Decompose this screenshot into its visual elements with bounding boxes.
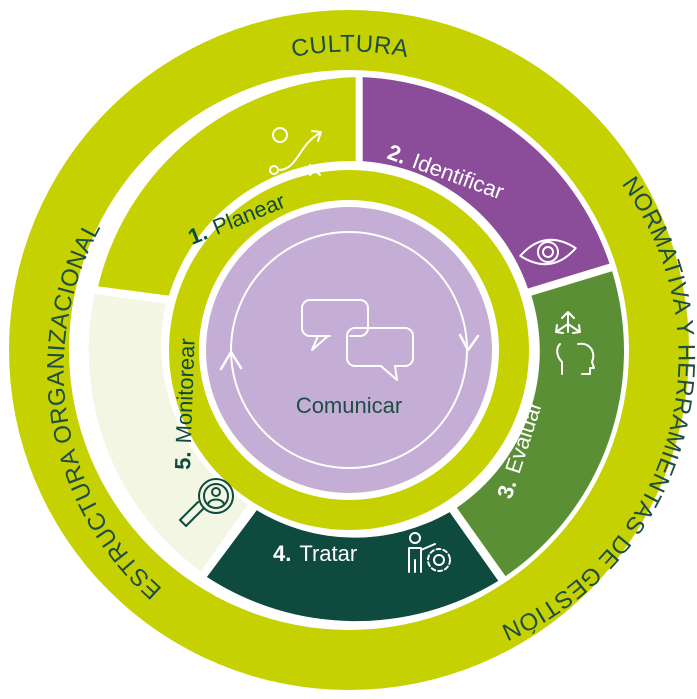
segment-evaluar[interactable]	[456, 271, 625, 577]
chat-bubbles-icon	[301, 299, 414, 381]
eye-icon	[519, 238, 577, 266]
svg-text:5. Monitorear: 5. Monitorear	[170, 338, 200, 470]
cycle-arrow-left-icon	[219, 350, 243, 371]
segment-identificar[interactable]	[362, 77, 610, 289]
segment-label-tratar: 4. Tratar	[273, 541, 357, 566]
center-circle	[206, 207, 492, 493]
decision-head-icon	[555, 311, 595, 375]
person-gear-icon	[408, 532, 451, 573]
segment-planear[interactable]	[98, 77, 356, 296]
svg-text:4. Tratar: 4. Tratar	[273, 541, 357, 566]
cycle-arrow-right-icon	[458, 333, 480, 352]
magnifier-person-icon	[179, 478, 234, 527]
center-label: Comunicar	[296, 393, 402, 418]
strategy-play-icon	[269, 127, 322, 176]
segment-label-monitorear: 5. Monitorear	[170, 338, 200, 470]
segment-tratar[interactable]	[206, 510, 499, 622]
